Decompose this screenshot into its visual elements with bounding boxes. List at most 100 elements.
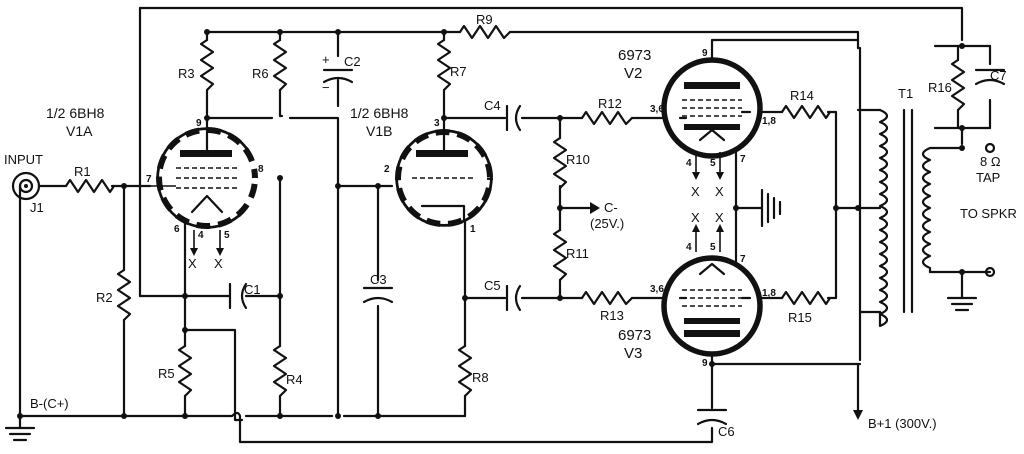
c5-capacitor	[505, 284, 522, 312]
svg-text:3,6: 3,6	[650, 284, 664, 295]
r3-label: R3	[178, 66, 195, 81]
to-spkr-label: TO SPKR	[960, 206, 1017, 221]
c2-label: C2	[344, 54, 361, 69]
r7-resistor	[436, 38, 452, 92]
svg-text:5: 5	[710, 242, 716, 253]
r9-label: R9	[476, 12, 493, 27]
r16-resistor	[950, 58, 966, 112]
r11-resistor	[552, 228, 568, 282]
r12-label: R12	[598, 96, 622, 111]
r3-resistor	[199, 38, 215, 92]
v2-type: 6973	[618, 47, 651, 64]
svg-text:7: 7	[146, 174, 152, 185]
ground-right-icon	[946, 288, 978, 312]
svg-text:7: 7	[740, 154, 746, 165]
x-mark: X	[691, 210, 700, 225]
r5-resistor	[177, 344, 193, 398]
r5-label: R5	[158, 366, 175, 381]
svg-text:1,8: 1,8	[762, 116, 776, 127]
output-transformer	[856, 108, 932, 328]
r4-resistor	[272, 344, 288, 398]
b-plus-arrow	[853, 410, 863, 420]
c-minus-label: C-	[604, 200, 618, 215]
r11-label: R11	[566, 246, 589, 261]
r2-label: R2	[96, 290, 113, 305]
b-plus-label: B+1 (300V.)	[868, 416, 937, 431]
svg-text:2: 2	[384, 164, 390, 175]
x-mark: X	[715, 210, 724, 225]
tube-v1b	[395, 116, 493, 227]
r13-resistor	[580, 290, 634, 306]
r12-resistor	[580, 110, 634, 126]
svg-text:6: 6	[174, 224, 180, 235]
c5-label: C5	[484, 278, 501, 293]
c-minus-arrow	[590, 202, 600, 214]
r10-resistor	[552, 136, 568, 190]
svg-text:7: 7	[740, 254, 746, 265]
r9-resistor	[458, 24, 512, 40]
r14-label: R14	[790, 88, 814, 103]
r15-label: R15	[788, 310, 812, 325]
v3-label: V3	[624, 345, 642, 362]
tap-terminal[interactable]	[984, 142, 996, 154]
pin-numbers: 7 9 6 4 5 8 2 3 1 9 3,6 1,8 4 5 7 9 3,6 …	[146, 48, 776, 369]
c4-label: C4	[484, 98, 501, 113]
c7-label: C7	[990, 68, 1007, 83]
input-label: INPUT	[4, 152, 43, 167]
c-minus-volts: (25V.)	[590, 216, 624, 231]
r2-resistor	[116, 268, 132, 322]
c7-capacitor	[974, 68, 1006, 86]
c6-label: C6	[718, 424, 735, 439]
r8-resistor	[457, 344, 473, 398]
svg-text:4: 4	[686, 242, 692, 253]
svg-text:5: 5	[710, 158, 716, 169]
c3-label: C3	[370, 272, 387, 287]
r1-resistor	[64, 178, 116, 194]
c4-capacitor	[505, 104, 522, 132]
x-mark: X	[691, 184, 700, 199]
x-mark: X	[715, 184, 724, 199]
svg-text:9: 9	[196, 118, 202, 129]
svg-text:3: 3	[434, 118, 440, 129]
svg-text:4: 4	[686, 158, 692, 169]
tap-label-2: TAP	[976, 170, 1000, 185]
r16-label: R16	[928, 80, 952, 95]
svg-text:9: 9	[702, 358, 708, 369]
r10-label: R10	[566, 152, 590, 167]
ground-left-icon	[4, 418, 36, 442]
tube-b-id: V1B	[366, 123, 392, 139]
r14-resistor	[780, 104, 832, 120]
tube-a-id: V1A	[66, 123, 93, 139]
r8-label: R8	[472, 370, 489, 385]
r15-resistor	[780, 290, 832, 306]
capacitors	[228, 68, 1006, 426]
resistors	[64, 24, 966, 398]
common-terminal[interactable]	[984, 266, 996, 278]
v3-type: 6973	[618, 327, 651, 344]
svg-text:9: 9	[702, 48, 708, 59]
r13-label: R13	[600, 308, 624, 323]
c6-capacitor	[696, 408, 728, 426]
svg-text:1: 1	[470, 224, 476, 235]
c1-label: C1	[244, 282, 261, 297]
x-mark: X	[214, 256, 223, 271]
c2-capacitor	[322, 68, 354, 84]
svg-text:8: 8	[258, 164, 264, 175]
input-jack[interactable]	[11, 171, 41, 201]
c2-plus: +	[322, 52, 330, 67]
svg-text:3,6: 3,6	[650, 104, 664, 115]
filament-pins	[190, 152, 724, 256]
c3-capacitor	[362, 286, 394, 304]
tap-label: 8 Ω	[980, 154, 1001, 169]
c1-capacitor	[228, 282, 248, 310]
tube-v2	[661, 48, 763, 159]
tube-v1a	[150, 116, 260, 229]
c2-minus: −	[322, 80, 330, 95]
ground-center-icon	[760, 188, 782, 228]
r4-label: R4	[286, 372, 303, 387]
junction-dots	[17, 29, 965, 419]
svg-text:1,8: 1,8	[762, 288, 776, 299]
t1-label: T1	[898, 86, 913, 101]
x-mark: X	[188, 256, 197, 271]
